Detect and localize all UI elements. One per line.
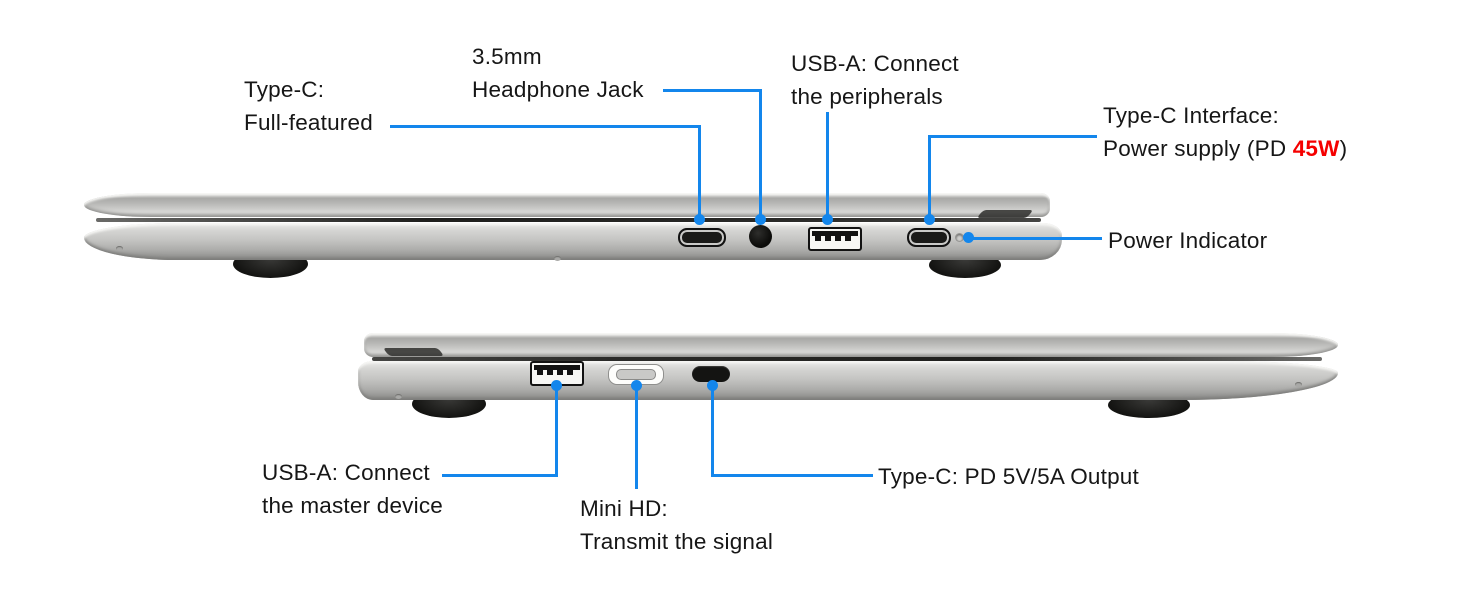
laptop-lid <box>84 193 1050 217</box>
callout-line-type-c-power <box>928 135 931 218</box>
callout-dot-power-indicator <box>963 232 974 243</box>
label-line: the peripherals <box>791 84 943 109</box>
lid-base-gap <box>372 357 1322 361</box>
label-line: Transmit the signal <box>580 529 774 554</box>
callout-line-type-c-full <box>390 125 701 128</box>
power-indicator-led-icon <box>956 234 963 241</box>
label-line: Type-C: PD 5V/5A Output <box>878 464 1139 489</box>
callout-label-usb-a-top: USB-A: Connect the peripherals <box>791 47 959 113</box>
laptop-base <box>84 223 1062 260</box>
headphone-jack-icon <box>749 225 772 248</box>
callout-line-mini-hd <box>635 388 638 489</box>
label-line: Headphone Jack <box>472 77 644 102</box>
laptop-base <box>358 361 1338 400</box>
laptop-lid <box>364 333 1338 357</box>
label-line: the master device <box>262 493 443 518</box>
callout-line-power-indicator <box>968 237 1102 240</box>
callout-dot-type-c-full <box>694 214 705 225</box>
callout-label-usb-a-bottom: USB-A: Connect the master device <box>262 456 443 522</box>
callout-dot-mini-hd <box>631 380 642 391</box>
screw-detail <box>1295 382 1302 387</box>
screw-detail <box>116 246 123 251</box>
callout-dot-usb-a-bottom <box>551 380 562 391</box>
label-line: Mini HD: <box>580 496 668 521</box>
label-text: Power supply (PD <box>1103 136 1293 161</box>
lid-base-gap <box>96 218 1041 222</box>
callout-label-power-indicator: Power Indicator <box>1108 224 1267 257</box>
callout-label-type-c-output: Type-C: PD 5V/5A Output <box>878 460 1139 493</box>
callout-dot-type-c-output <box>707 380 718 391</box>
label-line: Full-featured <box>244 110 373 135</box>
hinge-slot <box>976 210 1034 218</box>
screw-detail <box>395 394 402 399</box>
label-line: Power Indicator <box>1108 228 1268 253</box>
callout-dot-headphone <box>755 214 766 225</box>
callout-label-headphone: 3.5mm Headphone Jack <box>472 40 644 106</box>
callout-line-headphone <box>759 89 762 218</box>
mini-hdmi-port-icon <box>608 364 664 385</box>
type-c-port-icon <box>907 228 951 247</box>
label-line: Type-C: <box>244 77 325 102</box>
callout-label-type-c-power: Type-C Interface: Power supply (PD 45W) <box>1103 99 1347 165</box>
label-line: USB-A: Connect <box>262 460 430 485</box>
callout-line-type-c-output <box>711 474 873 477</box>
callout-dot-usb-a-top <box>822 214 833 225</box>
callout-dot-type-c-power <box>924 214 935 225</box>
callout-label-type-c-full: Type-C: Full-featured <box>244 73 373 139</box>
power-wattage-value: 45W <box>1292 136 1340 161</box>
callout-line-type-c-power <box>929 135 1097 138</box>
callout-line-usb-a-bottom <box>442 474 558 477</box>
label-line: USB-A: Connect <box>791 51 959 76</box>
label-text: ) <box>1339 136 1348 161</box>
callout-line-usb-a-bottom <box>555 388 558 477</box>
callout-line-headphone <box>663 89 761 92</box>
callout-label-mini-hd: Mini HD: Transmit the signal <box>580 492 773 558</box>
callout-line-type-c-full <box>698 125 701 218</box>
label-line: Power supply (PD 45W) <box>1103 132 1347 165</box>
laptop-right-side-view <box>84 190 1064 282</box>
type-c-port-icon <box>692 366 730 382</box>
usb-a-port-icon <box>808 227 862 251</box>
label-line: 3.5mm <box>472 44 542 69</box>
label-line: Type-C Interface: <box>1103 103 1279 128</box>
type-c-port-icon <box>678 228 726 247</box>
laptop-left-side-view <box>358 330 1340 422</box>
callout-line-type-c-output <box>711 388 714 477</box>
hinge-slot <box>382 348 445 356</box>
screw-detail <box>554 256 561 261</box>
callout-line-usb-a-top <box>826 112 829 218</box>
